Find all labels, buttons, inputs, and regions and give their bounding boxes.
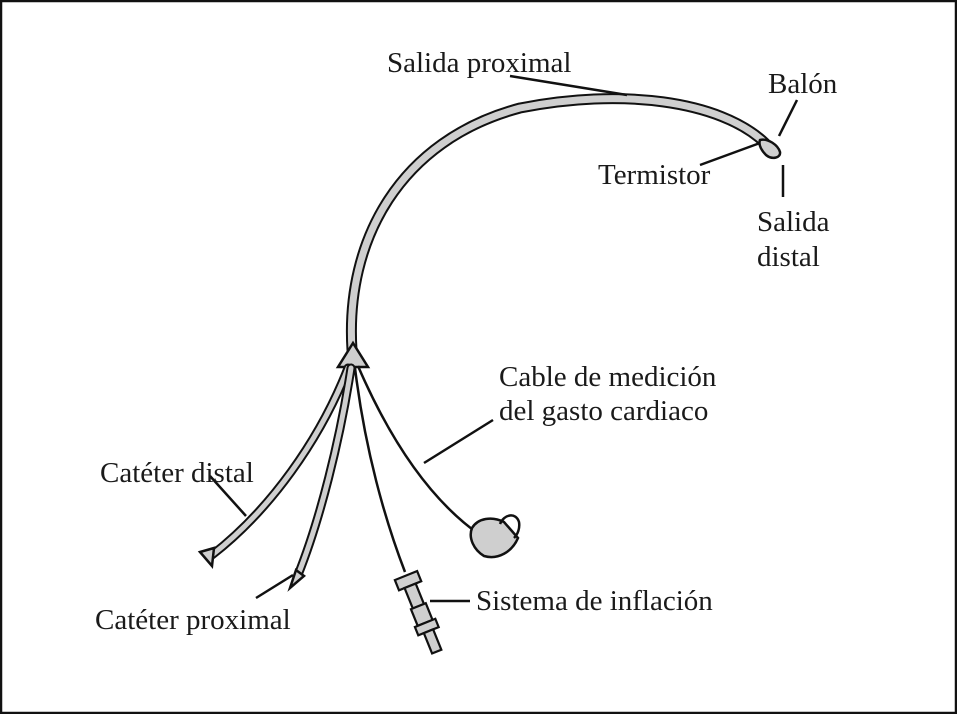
leader-cateter-distal	[209, 475, 247, 517]
label-cateter-proximal: Catéter proximal	[95, 604, 291, 636]
label-termistor: Termistor	[598, 159, 711, 191]
cardiac-output-cable-branch	[356, 365, 521, 559]
label-sistema-inflacion: Sistema de inflación	[476, 585, 713, 617]
connector-loop	[498, 514, 521, 539]
label-cable-line2: del gasto cardiaco	[499, 395, 708, 427]
leader-salida-proximal	[509, 74, 628, 97]
label-balon: Balón	[768, 68, 838, 100]
proximal-catheter-branch	[287, 363, 356, 592]
connector-plug	[469, 517, 520, 559]
leader-balon	[777, 99, 799, 137]
label-cable-line1: Cable de medición	[499, 361, 717, 393]
balloon-tip	[758, 138, 782, 160]
label-cateter-distal: Catéter distal	[100, 457, 254, 489]
leader-termistor	[699, 141, 761, 167]
inflation-system-branch	[353, 367, 443, 655]
label-salida-distal-line2: distal	[757, 241, 820, 273]
leader-cable	[423, 418, 494, 465]
leader-cateter-proximal	[255, 573, 294, 600]
label-salida-distal-line1: Salida	[757, 206, 830, 238]
inflation-syringe	[393, 569, 443, 655]
distal-catheter-branch	[197, 363, 353, 569]
main-catheter	[345, 93, 771, 356]
label-salida-proximal: Salida proximal	[387, 47, 571, 79]
